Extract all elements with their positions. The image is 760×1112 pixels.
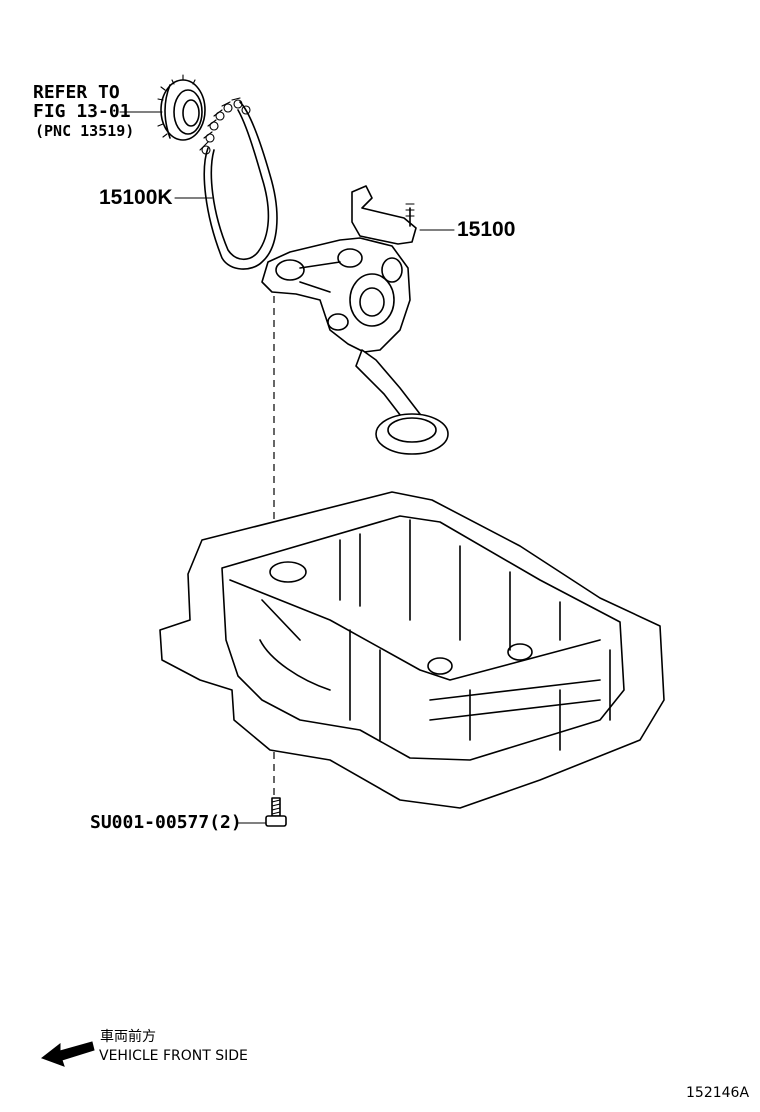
refer-label-line3: (PNC 13519) — [35, 122, 135, 140]
illustration-id: 152146A — [686, 1085, 750, 1101]
refer-label-line1: REFER TO — [33, 82, 120, 103]
crank-sprocket — [156, 74, 206, 141]
oil-pump-assembly — [261, 185, 449, 455]
direction-label-jp: 車両前方 — [100, 1029, 156, 1045]
oil-pan — [159, 491, 665, 809]
oil-pump-chain — [199, 97, 278, 270]
refer-label-line2: FIG 13-01 — [33, 101, 131, 122]
bolt-part-label: SU001-00577(2) — [90, 812, 242, 833]
direction-label-en: VEHICLE FRONT SIDE — [99, 1048, 248, 1064]
front-arrow-icon — [40, 1041, 95, 1067]
leader-lines — [119, 111, 455, 824]
pan-bolt — [265, 797, 287, 827]
pump-part-label: 15100 — [457, 218, 516, 241]
chain-part-label: 15100K — [99, 186, 173, 209]
